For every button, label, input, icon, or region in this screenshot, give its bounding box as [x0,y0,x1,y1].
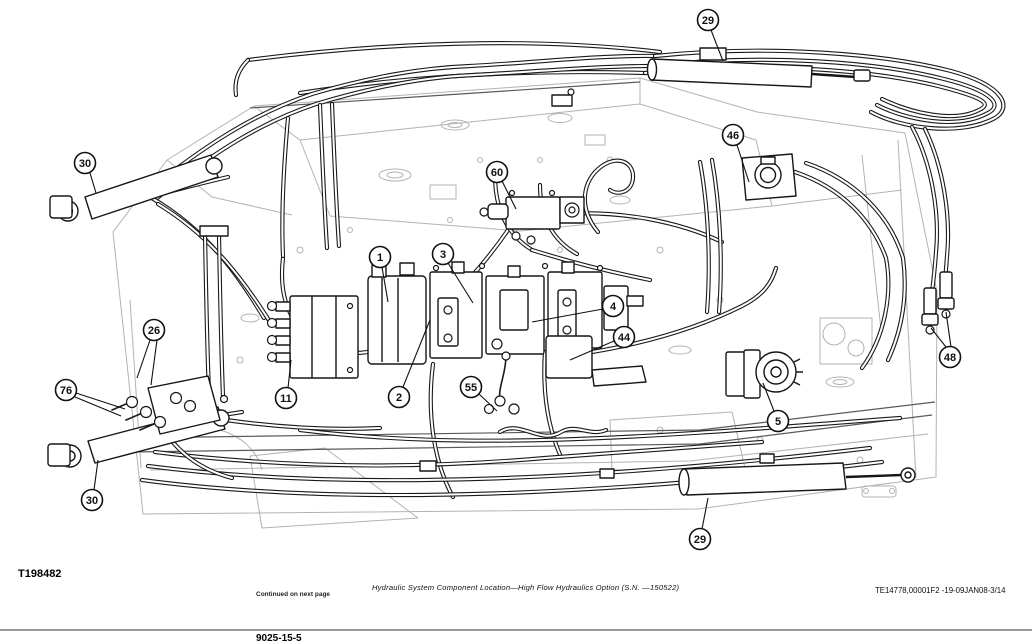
callout-11: 11 [274,359,298,410]
callout-55: 55 [459,375,498,412]
svg-text:30: 30 [86,495,98,507]
callout-76: 76 [54,378,126,417]
callout-29: 29 [696,8,724,62]
svg-text:29: 29 [694,534,706,546]
svg-text:76: 76 [60,385,72,397]
reservoir-filler-cap [741,153,797,201]
svg-text:3: 3 [440,249,446,261]
svg-text:1: 1 [377,252,383,264]
callout-2: 2 [387,319,431,409]
hose-fitting-cluster [111,375,221,435]
page-number-partial: 9025-15-5 [256,633,302,644]
callout-30: 30 [73,151,97,194]
svg-text:26: 26 [148,325,160,337]
svg-text:30: 30 [79,158,91,170]
svg-text:4: 4 [610,301,617,313]
svg-text:2: 2 [396,392,402,404]
callout-29: 29 [688,497,712,551]
high-flow-valve-block [545,335,647,387]
fan-drive-motor [725,349,803,399]
left-boom-cylinder [49,154,223,222]
continued-note: Continued on next page [256,591,331,598]
callout-48: 48 [930,311,962,369]
page-footer-rule [0,629,1032,631]
callout-26: 26 [136,318,166,386]
figure-id: T198482 [18,568,62,580]
svg-text:29: 29 [702,15,714,27]
callout-1: 1 [368,245,392,303]
hose-clamps [419,88,775,479]
top-boom-cylinder [646,47,871,88]
callout-44: 44 [569,325,636,361]
doc-reference: TE14778,00001F2 -19-09JAN08-3/14 [875,586,1006,595]
svg-text:11: 11 [280,393,292,405]
pump-outlet-fittings [483,351,520,415]
callout-46: 46 [721,123,750,183]
svg-text:48: 48 [944,352,956,364]
svg-text:55: 55 [465,382,477,394]
svg-text:5: 5 [775,416,781,428]
callout-4: 4 [531,294,625,323]
callout-5: 5 [762,382,790,433]
svg-text:46: 46 [727,130,739,142]
solenoid-valve [479,189,585,245]
return-hose-fittings [921,271,955,335]
hydrostatic-pump-assembly [367,261,644,365]
figure-caption: Hydraulic System Component Location—High… [372,583,680,592]
lower-right-cylinder [678,462,916,496]
callout-3: 3 [431,242,474,304]
svg-text:60: 60 [491,167,503,179]
callout-30: 30 [80,459,104,512]
callout-60: 60 [485,160,517,210]
svg-text:44: 44 [618,332,631,344]
